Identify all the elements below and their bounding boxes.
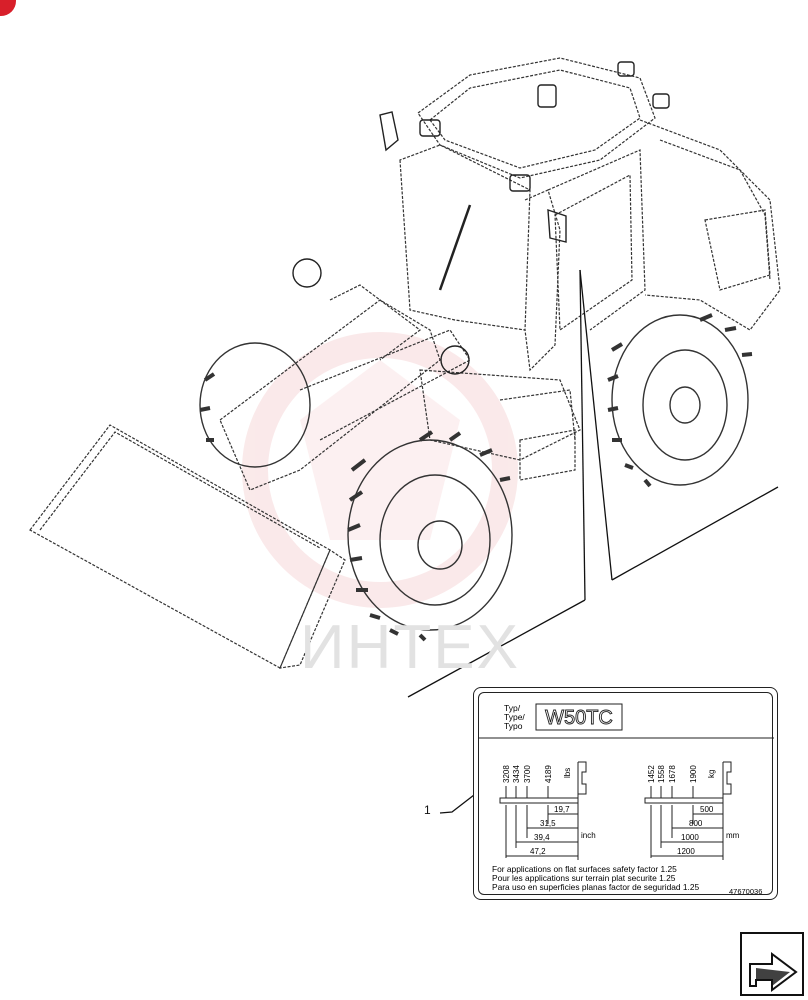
mm-unit: mm: [726, 831, 740, 840]
inch-distance-4: 47,2: [530, 847, 546, 856]
mm-distance-3: 1000: [681, 833, 699, 842]
cab-front: [399, 144, 531, 331]
type-label-2: Type/: [504, 712, 525, 722]
callout-leader: [439, 794, 475, 814]
load-capacity-decal: Typ/ Type/ Typo W50TC 3208 3434 3700 418…: [473, 687, 778, 900]
leader-line: [579, 269, 586, 601]
decal-inner-frame: [478, 692, 773, 895]
kg-value-2: 1558: [657, 765, 666, 783]
note-english: For applications on flat surfaces safety…: [492, 864, 677, 874]
kg-value-3: 1678: [668, 765, 677, 783]
rear-tire: [607, 313, 753, 488]
next-page-button[interactable]: [740, 932, 804, 996]
type-label-3: Typo: [504, 721, 523, 731]
note-spanish: Para uso en superficies planas factor de…: [492, 882, 700, 892]
cab-door: [554, 174, 633, 332]
left-rear-tire: [199, 342, 311, 468]
lbs-section: 3208 3434 3700 4189 lbs 19,7 31,5: [499, 761, 596, 860]
headlight-left: [292, 258, 322, 288]
mm-distance-1: 500: [700, 805, 714, 814]
kg-value-1: 1452: [647, 765, 656, 783]
part-number: 47670036: [729, 887, 762, 896]
lbs-value-3: 3700: [523, 765, 532, 783]
mirror-left: [379, 111, 399, 152]
cab-roof: [417, 57, 656, 179]
headlight-right: [440, 345, 470, 375]
mirror-right: [547, 209, 567, 243]
kg-section: 1452 1558 1678 1900 kg 500 800: [644, 761, 740, 860]
arrow-icon: [749, 952, 798, 992]
inch-unit: inch: [581, 831, 596, 840]
chassis: [419, 369, 581, 461]
logo-watermark: [242, 332, 518, 608]
intex-watermark: ИНТЕХ: [300, 613, 520, 682]
beacon: [537, 84, 557, 108]
engine-cover: [639, 119, 781, 331]
callout-number: 1: [424, 803, 431, 817]
lbs-unit: lbs: [563, 768, 572, 778]
decal-drawing: Typ/ Type/ Typo W50TC 3208 3434 3700 418…: [479, 703, 774, 896]
wiper: [438, 204, 472, 291]
inch-distance-2: 31,5: [540, 819, 556, 828]
model-name: W50TC: [545, 707, 613, 729]
inch-distance-1: 19,7: [554, 805, 570, 814]
mm-distance-2: 800: [689, 819, 703, 828]
kg-value-4: 1900: [689, 765, 698, 783]
model-box: [535, 703, 623, 731]
work-light-left: [419, 119, 441, 137]
lbs-value-2: 3434: [512, 765, 521, 783]
lbs-value-4: 4189: [544, 765, 553, 783]
lbs-value-1: 3208: [502, 765, 511, 783]
kg-unit: kg: [707, 770, 716, 778]
inch-distance-3: 39,4: [534, 833, 550, 842]
type-label-1: Typ/: [504, 703, 521, 713]
note-french: Pour les applications sur terrain plat s…: [492, 873, 676, 883]
mm-distance-4: 1200: [677, 847, 695, 856]
front-tire: [347, 430, 513, 642]
